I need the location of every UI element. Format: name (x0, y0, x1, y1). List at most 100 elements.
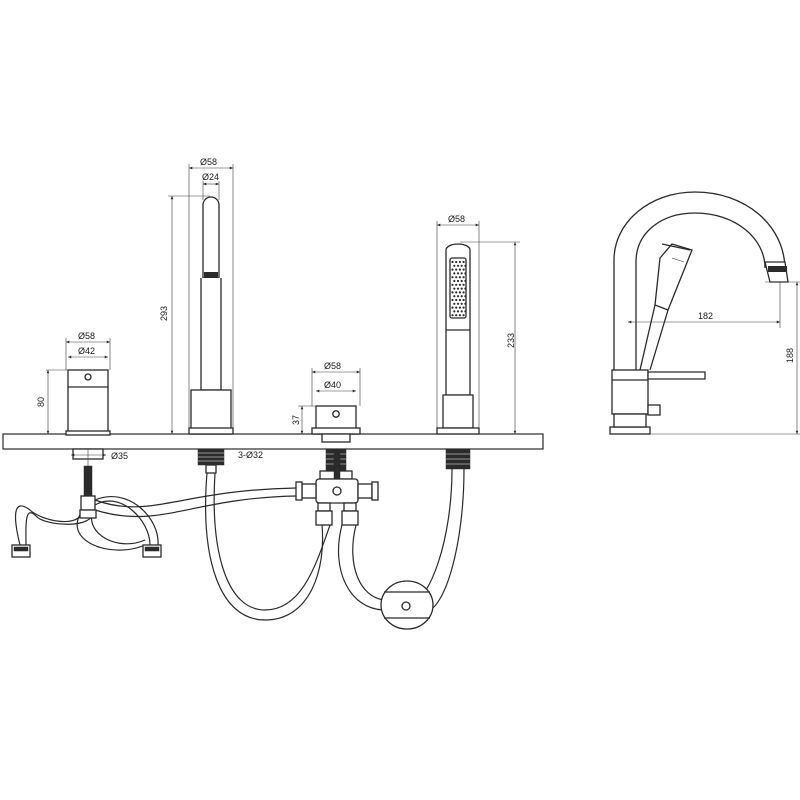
nozzle-dot (460, 264, 463, 267)
left-outer-diameter-label: Ø58 (78, 331, 95, 341)
nozzle-dot (460, 295, 463, 298)
center-dim-height-37: 37 (291, 405, 316, 434)
nozzle-dot (453, 272, 456, 275)
nozzle-dot (458, 298, 461, 302)
side-dim-height-188: 188 (650, 281, 800, 435)
center-dim-diameter-40: Ø40 (316, 380, 356, 393)
nozzle-dot (464, 264, 467, 267)
nozzle-dot (451, 268, 454, 271)
center-hole-dim: 3-Ø32 (238, 450, 263, 460)
nozzle-dot (451, 283, 454, 286)
nozzle-dot (455, 314, 458, 317)
nozzle-dot (456, 287, 460, 290)
nozzle-dot (458, 314, 461, 317)
nozzle-dot (464, 279, 467, 283)
left-dim-height-80: 80 (36, 369, 68, 434)
handshower-hose-weight (380, 580, 434, 630)
handshower-diameter-label: Ø58 (448, 214, 465, 224)
nozzle-dot (462, 291, 465, 294)
nozzle-dot (455, 306, 458, 309)
nozzle-dot (453, 279, 456, 283)
spout-dim-height-293: 293 (159, 195, 210, 434)
nozzle-dot (456, 310, 460, 313)
nozzle-dot (455, 268, 458, 271)
handshower-dim-height-233: 233 (460, 241, 520, 434)
left-dim-diameter-58: Ø58 (65, 331, 111, 370)
nozzle-dot (464, 302, 467, 305)
nozzle-dot (458, 276, 461, 279)
nozzle-dot (455, 260, 458, 264)
nozzle-dot (451, 260, 454, 264)
nozzle-dot (456, 295, 460, 298)
nozzle-dot (453, 287, 456, 290)
center-diverter-handle (311, 405, 361, 443)
nozzle-dot (458, 283, 461, 286)
nozzle-dot (462, 260, 465, 264)
side-view-base (609, 369, 706, 435)
nozzle-dot (455, 298, 458, 302)
nozzle-dot (458, 291, 461, 294)
side-view-handshower (639, 243, 693, 371)
handshower-shank (445, 448, 471, 470)
nozzle-dot (453, 302, 456, 305)
nozzle-dot (460, 272, 463, 275)
nozzle-dot (451, 291, 454, 294)
nozzle-dot (453, 264, 456, 267)
nozzle-dot (462, 276, 465, 279)
nozzle-dot (458, 260, 461, 264)
nozzle-dot (458, 268, 461, 271)
nozzle-dot (455, 276, 458, 279)
center-dim-diameter-58: Ø58 (311, 361, 361, 406)
side-view-spout (613, 191, 789, 370)
nozzle-dot (460, 302, 463, 305)
countertop-deck (2, 433, 544, 450)
spout-dim-diameter-58: Ø58 (188, 157, 234, 428)
left-hole-diameter-label: Ø35 (111, 451, 128, 461)
side-dim-reach-182: 182 (628, 282, 781, 328)
nozzle-dot (456, 272, 460, 275)
nozzle-dot (451, 314, 454, 317)
nozzle-dot (462, 298, 465, 302)
center-hole-diameter-label: 3-Ø32 (238, 450, 263, 460)
nozzle-dot (462, 283, 465, 286)
center-valve-body (295, 448, 379, 526)
nozzle-dot (464, 295, 467, 298)
left-mixer-handle (65, 369, 111, 436)
nozzle-dot (460, 279, 463, 283)
nozzle-dot (451, 306, 454, 309)
hoses (14, 468, 465, 621)
handshower-height-label: 233 (506, 333, 516, 348)
center-inner-diameter-label: Ø40 (324, 380, 341, 390)
nozzle-dot (456, 264, 460, 267)
nozzle-dot (458, 306, 461, 309)
nozzle-dot (464, 287, 467, 290)
nozzle-dot (462, 306, 465, 309)
nozzle-dot (451, 276, 454, 279)
nozzle-dot (456, 302, 460, 305)
spout-inner-diameter-label: Ø24 (202, 172, 219, 182)
nozzle-dot (455, 283, 458, 286)
spout-height-label: 293 (159, 306, 169, 321)
nozzle-dot (462, 268, 465, 271)
handshower-nozzles (451, 260, 467, 317)
spout-outer-diameter-label: Ø58 (200, 157, 217, 167)
handshower (436, 243, 480, 435)
hose-connectors-left (11, 509, 162, 558)
nozzle-dot (462, 314, 465, 317)
handshower-dim-diameter-58: Ø58 (436, 214, 480, 428)
nozzle-dot (455, 291, 458, 294)
nozzle-dot (460, 310, 463, 313)
spout-dim-diameter-24: Ø24 (202, 172, 220, 200)
left-dim-hole-35: Ø35 (71, 451, 128, 461)
left-dim-diameter-42: Ø42 (68, 346, 108, 359)
nozzle-dot (464, 272, 467, 275)
center-outer-diameter-label: Ø58 (324, 361, 341, 371)
nozzle-dot (456, 279, 460, 283)
nozzle-dot (464, 310, 467, 313)
left-height-label: 80 (36, 397, 46, 407)
side-height-label: 188 (785, 348, 795, 363)
nozzle-dot (451, 298, 454, 302)
nozzle-dot (460, 287, 463, 290)
left-inner-diameter-label: Ø42 (78, 346, 95, 356)
